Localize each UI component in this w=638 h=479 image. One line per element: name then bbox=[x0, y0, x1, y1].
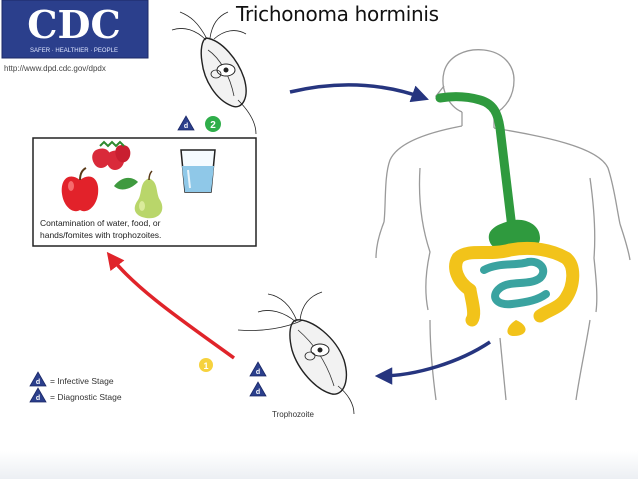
diagnostic-stage-icon bbox=[249, 381, 267, 397]
contamination-box: Contamination of water, food, or hands/f… bbox=[32, 137, 257, 247]
stage-number-1: 1 bbox=[203, 361, 208, 371]
diagnostic-stage-marker-letter: d bbox=[256, 389, 260, 396]
legend-diagnostic-marker-letter: d bbox=[36, 395, 40, 402]
trophozoite-icon bbox=[237, 291, 355, 415]
infective-stage-icon bbox=[249, 361, 267, 377]
apple-icon bbox=[61, 167, 99, 212]
source-url: http://www.dpd.cdc.gov/dpdx bbox=[4, 64, 106, 73]
strawberry-icon bbox=[92, 140, 131, 170]
human-body-outline bbox=[375, 49, 631, 401]
legend-diagnostic-icon bbox=[29, 387, 47, 403]
pear-icon bbox=[134, 170, 163, 219]
cdc-logo-letters: CDC bbox=[27, 2, 120, 47]
legend-infective-label: = Infective Stage bbox=[50, 376, 114, 386]
infective-stage-marker-letter: d bbox=[256, 369, 260, 376]
bottom-band bbox=[0, 451, 638, 479]
arrow-to-host bbox=[289, 83, 429, 103]
legend: d = Infective Stage d = Diagnostic Stage bbox=[29, 371, 122, 403]
stage-number-badge bbox=[205, 116, 221, 132]
legend-infective-marker-letter: d bbox=[36, 379, 40, 386]
arrow-to-contamination bbox=[106, 251, 236, 360]
water-glass-icon bbox=[180, 149, 216, 193]
cdc-logo: CDC SAFER · HEALTHIER · PEOPLE bbox=[1, 0, 149, 59]
page-title: Trichonoma horminis bbox=[236, 2, 439, 26]
trophozoite-icon bbox=[171, 11, 257, 135]
trophozoite-label: Trophozoite bbox=[272, 410, 315, 419]
contamination-caption-line-2: hands/fomites with trophozoites. bbox=[40, 230, 161, 240]
digestive-tract bbox=[435, 92, 580, 336]
leaf-icon bbox=[114, 177, 138, 190]
stage-number-badge bbox=[199, 358, 213, 372]
arrow-from-host bbox=[374, 340, 491, 385]
stage-number-2: 2 bbox=[210, 120, 216, 131]
legend-diagnostic-label: = Diagnostic Stage bbox=[50, 392, 122, 402]
contamination-caption-line-1: Contamination of water, food, or bbox=[40, 218, 161, 228]
cdc-logo-tagline: SAFER · HEALTHIER · PEOPLE bbox=[30, 48, 118, 54]
infective-stage-icon bbox=[177, 115, 195, 131]
infective-stage-marker-letter: d bbox=[184, 123, 188, 130]
legend-infective-icon bbox=[29, 371, 47, 387]
